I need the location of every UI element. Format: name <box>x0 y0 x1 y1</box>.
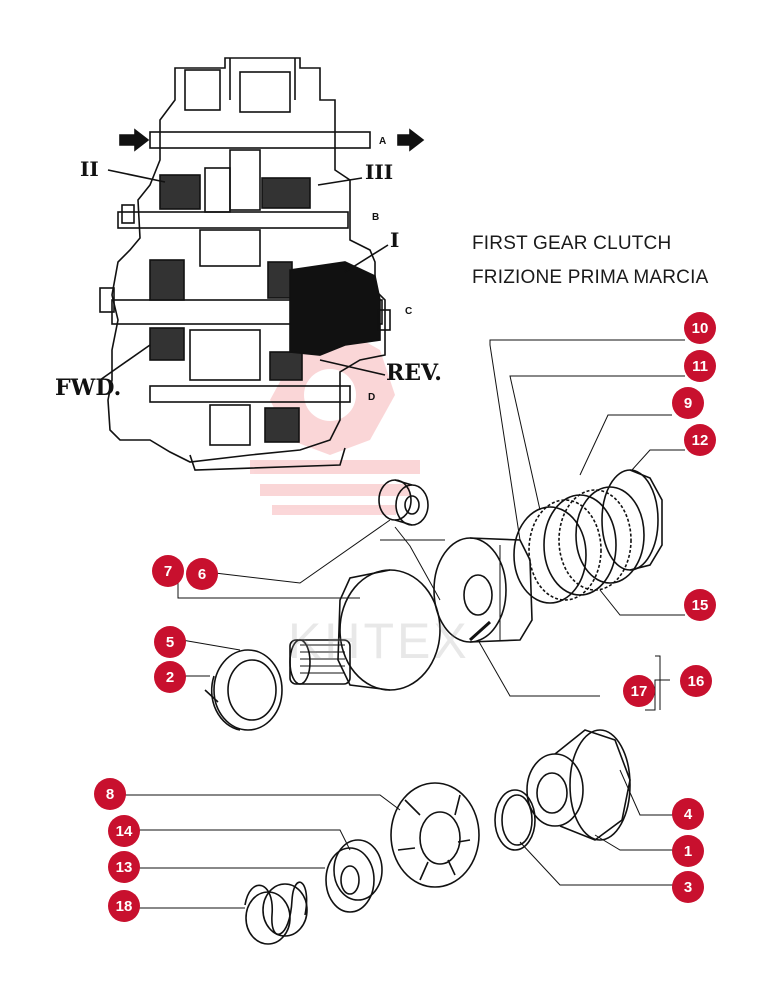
label-gear-2: II <box>80 157 99 181</box>
clutch-drum <box>289 569 441 691</box>
label-gear-3: III <box>365 160 394 184</box>
callout-badge[interactable]: 2 <box>154 661 186 693</box>
callout-badge[interactable]: 1 <box>672 835 704 867</box>
piston-part <box>390 782 480 888</box>
callout-badge[interactable]: 3 <box>672 871 704 903</box>
callout-badge[interactable]: 6 <box>186 558 218 590</box>
callout-badge[interactable]: 13 <box>108 851 140 883</box>
o-ring <box>494 789 536 851</box>
label-reverse: REV. <box>386 360 442 386</box>
callout-badge[interactable]: 17 <box>623 675 655 707</box>
callout-badge[interactable]: 14 <box>108 815 140 847</box>
pressure-plate <box>601 469 663 571</box>
bearing-part <box>378 479 429 526</box>
label-shaft-d: D <box>368 392 376 403</box>
label-shaft-b: B <box>372 212 380 223</box>
watermark-text: KHTEX <box>288 613 470 669</box>
callout-badge[interactable]: 18 <box>108 890 140 922</box>
callout-badge[interactable]: 11 <box>684 350 716 382</box>
callout-badge[interactable]: 16 <box>680 665 712 697</box>
label-shaft-c: C <box>405 306 413 317</box>
callout-badge[interactable]: 15 <box>684 589 716 621</box>
callout-badge[interactable]: 10 <box>684 312 716 344</box>
bearing-snap-ring <box>204 649 283 731</box>
label-shaft-a: A <box>379 136 387 147</box>
title-italian: FRIZIONE PRIMA MARCIA <box>472 267 709 288</box>
clutch-cylinder <box>526 729 631 841</box>
transmission-section <box>99 57 425 471</box>
callout-badge[interactable]: 9 <box>672 387 704 419</box>
label-forward: FWD. <box>55 375 122 401</box>
callout-badge[interactable]: 4 <box>672 798 704 830</box>
spring-retainer <box>325 839 383 913</box>
callout-badge[interactable]: 5 <box>154 626 186 658</box>
callout-badge[interactable]: 12 <box>684 424 716 456</box>
callout-badge[interactable]: 7 <box>152 555 184 587</box>
title-english: FIRST GEAR CLUTCH <box>472 233 672 254</box>
spring-part <box>244 881 308 945</box>
exploded-parts <box>115 339 685 945</box>
callout-badge[interactable]: 8 <box>94 778 126 810</box>
label-gear-1: I <box>390 228 400 252</box>
pin-part <box>468 620 492 642</box>
clutch-discs <box>513 486 645 604</box>
